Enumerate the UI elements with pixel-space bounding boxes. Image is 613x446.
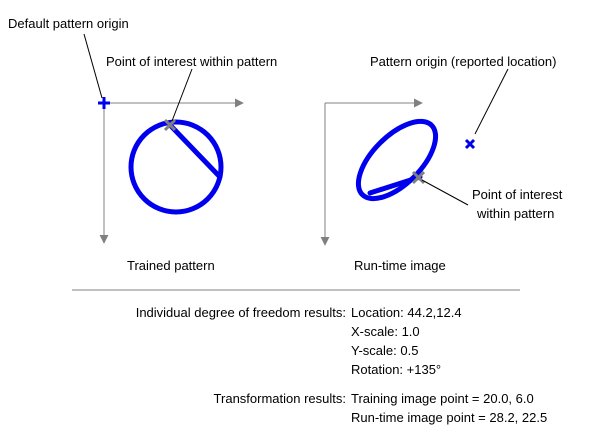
runtime-panel: Pattern origin (reported location) Point… bbox=[320, 54, 563, 273]
transform-results-heading: Transformation results: bbox=[214, 391, 346, 406]
default-origin-leader bbox=[83, 33, 103, 99]
results-section: Individual degree of freedom results: Lo… bbox=[136, 305, 548, 425]
reported-origin-x-cross-icon bbox=[464, 138, 476, 150]
runtime-poi-label-line1: Point of interest bbox=[472, 187, 563, 202]
trained-poi-label: Point of interest within pattern bbox=[106, 54, 277, 69]
trained-circle-shape bbox=[128, 119, 224, 215]
trained-radius-line bbox=[167, 122, 223, 180]
dof-rotation: Rotation: +135° bbox=[351, 362, 441, 377]
runtime-poi-x-cross-icon bbox=[411, 170, 426, 185]
trained-poi-leader bbox=[171, 68, 193, 122]
reported-origin-leader bbox=[474, 68, 509, 135]
dof-location: Location: 44.2,12.4 bbox=[351, 305, 462, 320]
runtime-poi-leader bbox=[421, 179, 469, 206]
dof-results-heading: Individual degree of freedom results: bbox=[136, 305, 346, 320]
transform-runtime-point: Run-time image point = 28.2, 22.5 bbox=[351, 410, 547, 425]
runtime-radius-line bbox=[367, 174, 423, 196]
trained-caption: Trained pattern bbox=[127, 258, 215, 273]
default-origin-label: Default pattern origin bbox=[8, 16, 129, 31]
trained-panel: Default pattern origin Point of interest… bbox=[8, 16, 277, 273]
runtime-poi-label-line2: within pattern bbox=[476, 206, 554, 221]
runtime-caption: Run-time image bbox=[354, 258, 446, 273]
runtime-ellipse-shape bbox=[355, 118, 439, 202]
dof-y-scale: Y-scale: 0.5 bbox=[351, 343, 418, 358]
transform-training-point: Training image point = 20.0, 6.0 bbox=[351, 391, 534, 406]
default-origin-plus-icon bbox=[98, 97, 110, 109]
trained-poi-x-cross-icon bbox=[163, 118, 177, 132]
reported-origin-label: Pattern origin (reported location) bbox=[370, 54, 556, 69]
dof-x-scale: X-scale: 1.0 bbox=[351, 324, 420, 339]
